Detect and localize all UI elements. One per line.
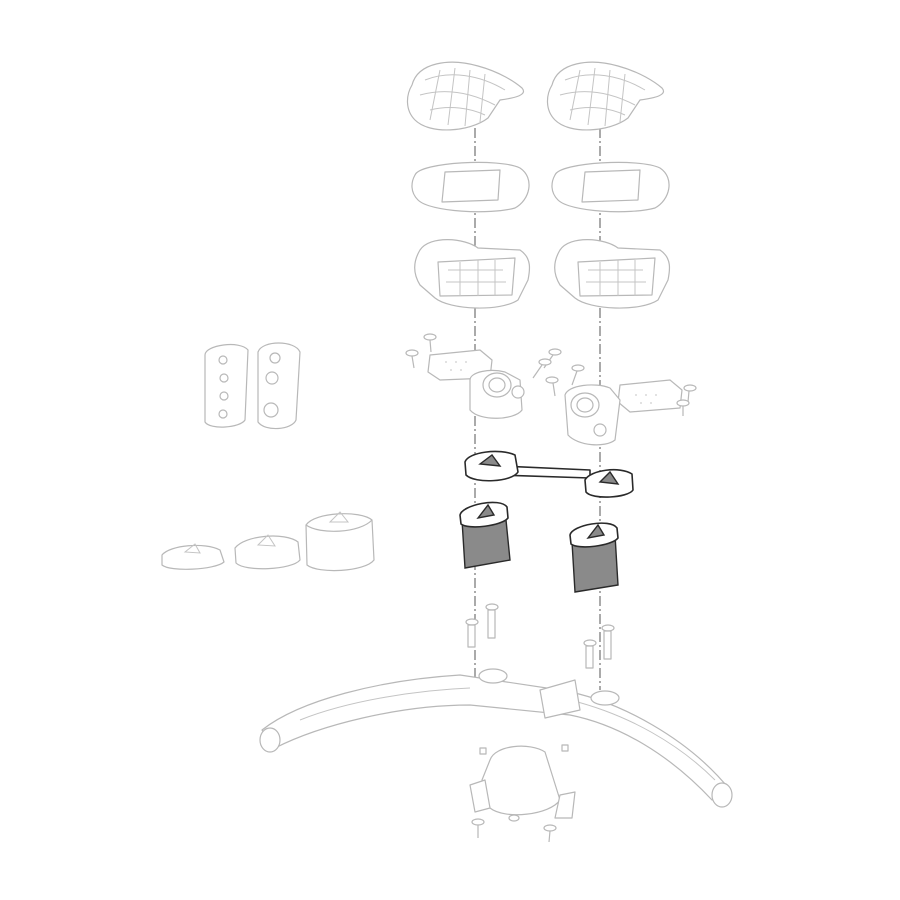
stem-clamp xyxy=(469,744,576,819)
bracket-screws xyxy=(405,333,697,416)
spacer-large xyxy=(305,511,375,572)
armrest-cup-left xyxy=(414,239,531,309)
screw xyxy=(471,818,485,838)
riser-bolts xyxy=(465,603,615,669)
screw xyxy=(532,358,552,379)
adjustment-plate-flat xyxy=(204,343,249,428)
spacer-medium xyxy=(234,534,301,570)
screw xyxy=(545,376,559,397)
armrest-pad-right xyxy=(546,61,664,131)
riser-bridge xyxy=(464,450,634,498)
spacer-small xyxy=(161,543,225,570)
screw xyxy=(508,814,520,822)
clamp-screws xyxy=(471,814,557,843)
screw xyxy=(543,824,557,843)
armrest-bracket-right xyxy=(564,379,683,446)
bolt xyxy=(601,624,615,660)
bolt xyxy=(465,618,479,648)
adjustment-plate-offset xyxy=(257,342,301,430)
bolt xyxy=(485,603,499,639)
riser-right xyxy=(569,522,619,593)
armrest-pad-left xyxy=(406,61,524,131)
bolt xyxy=(583,639,597,669)
screw xyxy=(683,384,697,403)
screw xyxy=(405,349,419,369)
riser-left xyxy=(459,501,511,569)
screw xyxy=(571,364,585,386)
gasket-left xyxy=(411,161,530,213)
armrest-bracket-left xyxy=(427,349,525,419)
armrest-cup-right xyxy=(554,239,671,309)
gasket-right xyxy=(551,161,670,213)
screw xyxy=(423,333,437,353)
screw xyxy=(676,399,690,416)
base-bar xyxy=(259,668,733,808)
